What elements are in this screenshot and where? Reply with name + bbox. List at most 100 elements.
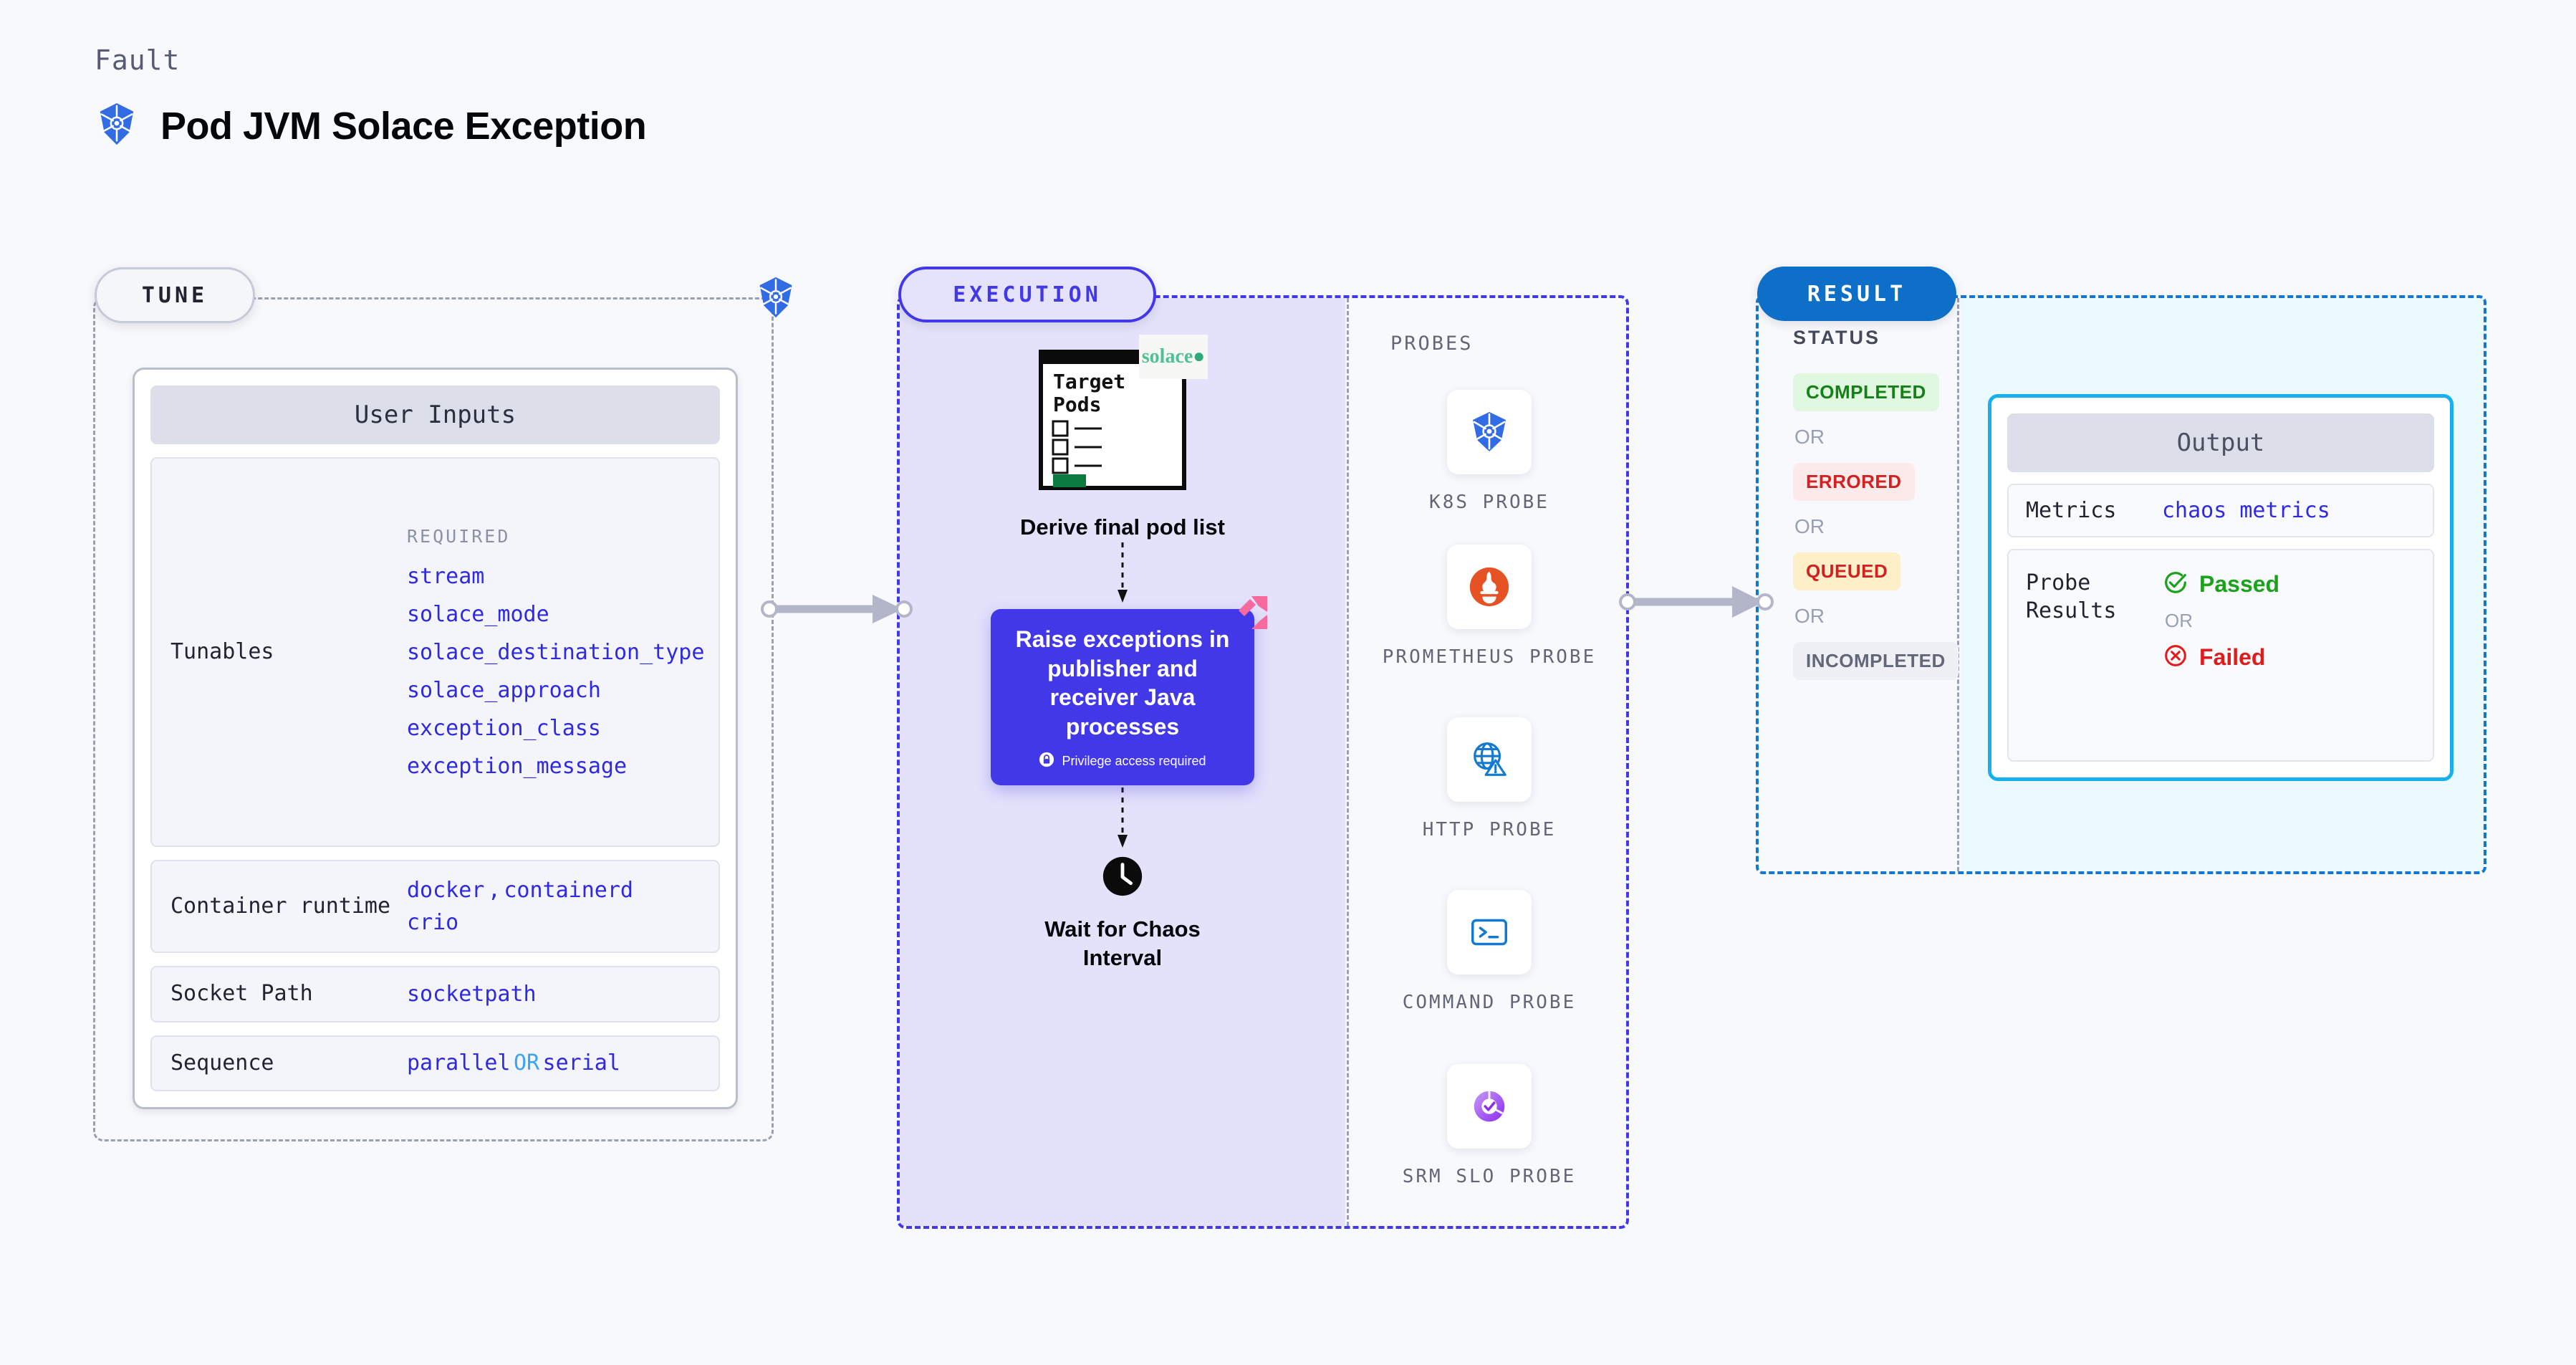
clock-icon: [1100, 854, 1145, 902]
connector-tune-to-execution: [761, 595, 913, 623]
sequence-row: Sequence parallel OR serial: [150, 1035, 720, 1091]
metrics-label: Metrics: [2026, 498, 2117, 523]
solace-logo: solace●: [1139, 335, 1208, 379]
arrow-doc-to-action: [1115, 540, 1130, 609]
probe-prometheus[interactable]: PROMETHEUS PROBE: [1349, 545, 1630, 670]
tunable-item: exception_message: [407, 753, 628, 779]
container-runtime-values: docker , containerd crio: [407, 874, 700, 939]
solace-logo-text: solace: [1141, 345, 1193, 368]
tunables-list: stream solace_mode solace_destination_type…: [407, 564, 704, 779]
container-runtime-label: Container runtime: [170, 894, 391, 919]
probe-srm-slo[interactable]: SRM SLO PROBE: [1349, 1064, 1630, 1189]
status-badge: ERRORED: [1793, 463, 1915, 501]
probes-panel: PROBES K8S PROBE PROMETHEUS PROBE: [1347, 298, 1628, 1226]
wait-caption-line2: Interval: [1082, 944, 1163, 970]
user-inputs-card: User Inputs Tunables REQUIRED stream sola…: [133, 368, 738, 1109]
execution-flow-column: Target Pods solace● Derive final pod lis…: [900, 335, 1345, 973]
tune-stage-boundary: [93, 297, 774, 1141]
sequence-joiner: OR: [513, 1050, 540, 1076]
probe-results-or: OR: [2165, 610, 2193, 631]
svg-text:Target: Target: [1053, 370, 1125, 393]
sequence-parallel: parallel: [407, 1050, 511, 1076]
privilege-note: Privilege access required: [1039, 752, 1206, 771]
kubernetes-icon: [95, 102, 139, 150]
result-stage-boundary: [1756, 295, 2486, 874]
status-or-separator: OR: [1794, 605, 1825, 627]
socket-path-label: Socket Path: [170, 981, 313, 1007]
failed-label: Failed: [2199, 644, 2266, 670]
status-label: STATUS: [1793, 327, 1880, 348]
execution-stage-boundary: [897, 295, 1629, 1229]
probe-label: PROMETHEUS PROBE: [1382, 646, 1597, 668]
probe-failed: Failed: [2162, 642, 2279, 673]
kubernetes-badge-icon: [754, 276, 797, 319]
sequence-label: Sequence: [170, 1050, 274, 1076]
srm-slo-icon: [1447, 1064, 1532, 1149]
required-label: REQUIRED: [407, 525, 511, 547]
kubernetes-icon: [1447, 390, 1532, 474]
runtime-docker: docker: [407, 878, 485, 904]
arrow-action-to-wait: [1115, 785, 1130, 854]
http-globe-warning-icon: [1447, 717, 1532, 802]
probe-k8s[interactable]: K8S PROBE: [1349, 390, 1630, 515]
status-column: STATUS COMPLETED OR ERRORED OR QUEUED OR INCOM…: [1759, 298, 1959, 871]
result-stage-chip[interactable]: RESULT: [1757, 267, 1956, 321]
probe-label: K8S PROBE: [1429, 492, 1549, 513]
derive-pod-list-caption: Derive final pod list: [1020, 514, 1225, 540]
raise-exceptions-action[interactable]: Raise exceptions in publisher and receiv…: [991, 596, 1267, 785]
tunables-label: Tunables: [170, 638, 274, 664]
title-row: Pod JVM Solace Exception: [95, 102, 647, 150]
status-badge: COMPLETED: [1793, 373, 1939, 411]
socket-path-row: Socket Path socketpath: [150, 966, 720, 1022]
target-pods-document: Target Pods solace●: [1037, 335, 1208, 496]
metrics-value: chaos metrics: [2162, 498, 2330, 523]
execution-stage-chip[interactable]: EXECUTION: [898, 267, 1156, 322]
terminal-icon: [1447, 890, 1532, 974]
prometheus-icon: [1447, 545, 1532, 629]
tunable-item: solace_destination_type: [407, 639, 705, 665]
status-or-separator: OR: [1794, 515, 1825, 537]
metrics-row: Metrics chaos metrics: [2007, 484, 2434, 537]
page-header: Fault Pod JVM Solace Exception: [95, 44, 647, 150]
probe-command[interactable]: COMMAND PROBE: [1349, 890, 1630, 1015]
user-inputs-title: User Inputs: [150, 385, 720, 444]
container-runtime-row: Container runtime docker , containerd cr…: [150, 860, 720, 954]
probes-label: PROBES: [1390, 332, 1474, 355]
runtime-separator: ,: [487, 878, 501, 904]
status-or-separator: OR: [1794, 426, 1825, 448]
svg-text:Pods: Pods: [1053, 393, 1101, 416]
probe-label: COMMAND PROBE: [1402, 992, 1577, 1013]
tunable-item: stream: [407, 563, 485, 589]
status-badge: INCOMPLETED: [1793, 642, 1959, 680]
connector-execution-to-result: [1619, 586, 1774, 618]
probe-passed: Passed: [2162, 569, 2279, 600]
litmus-chaos-icon: [1231, 593, 1270, 632]
action-text: Raise exceptions in publisher and receiv…: [1015, 626, 1230, 739]
tunable-item: exception_class: [407, 715, 601, 741]
passed-label: Passed: [2199, 571, 2280, 597]
sequence-serial: serial: [542, 1050, 620, 1076]
status-badge-list: COMPLETED OR ERRORED OR QUEUED OR INCOMPLETED: [1793, 373, 1959, 680]
tunable-item: solace_approach: [407, 677, 601, 703]
probe-label: HTTP PROBE: [1422, 819, 1557, 840]
tunable-item: solace_mode: [407, 601, 549, 627]
lock-icon: [1039, 752, 1054, 771]
wait-caption: Wait for Chaos Interval: [1044, 915, 1201, 973]
probe-http[interactable]: HTTP PROBE: [1349, 717, 1630, 843]
probe-label: SRM SLO PROBE: [1402, 1166, 1577, 1187]
page-title: Pod JVM Solace Exception: [160, 104, 647, 148]
fault-eyebrow: Fault: [95, 44, 181, 76]
check-circle-icon: [2162, 569, 2189, 600]
runtime-containerd: containerd: [504, 878, 633, 904]
socket-path-value: socketpath: [407, 981, 537, 1007]
status-badge: QUEUED: [1793, 552, 1901, 590]
tune-stage-chip[interactable]: TUNE: [95, 267, 255, 323]
wait-caption-line1: Wait for Chaos: [1044, 916, 1201, 942]
runtime-crio: crio: [407, 910, 459, 936]
output-title: Output: [2007, 413, 2434, 472]
privilege-text: Privilege access required: [1062, 753, 1206, 768]
